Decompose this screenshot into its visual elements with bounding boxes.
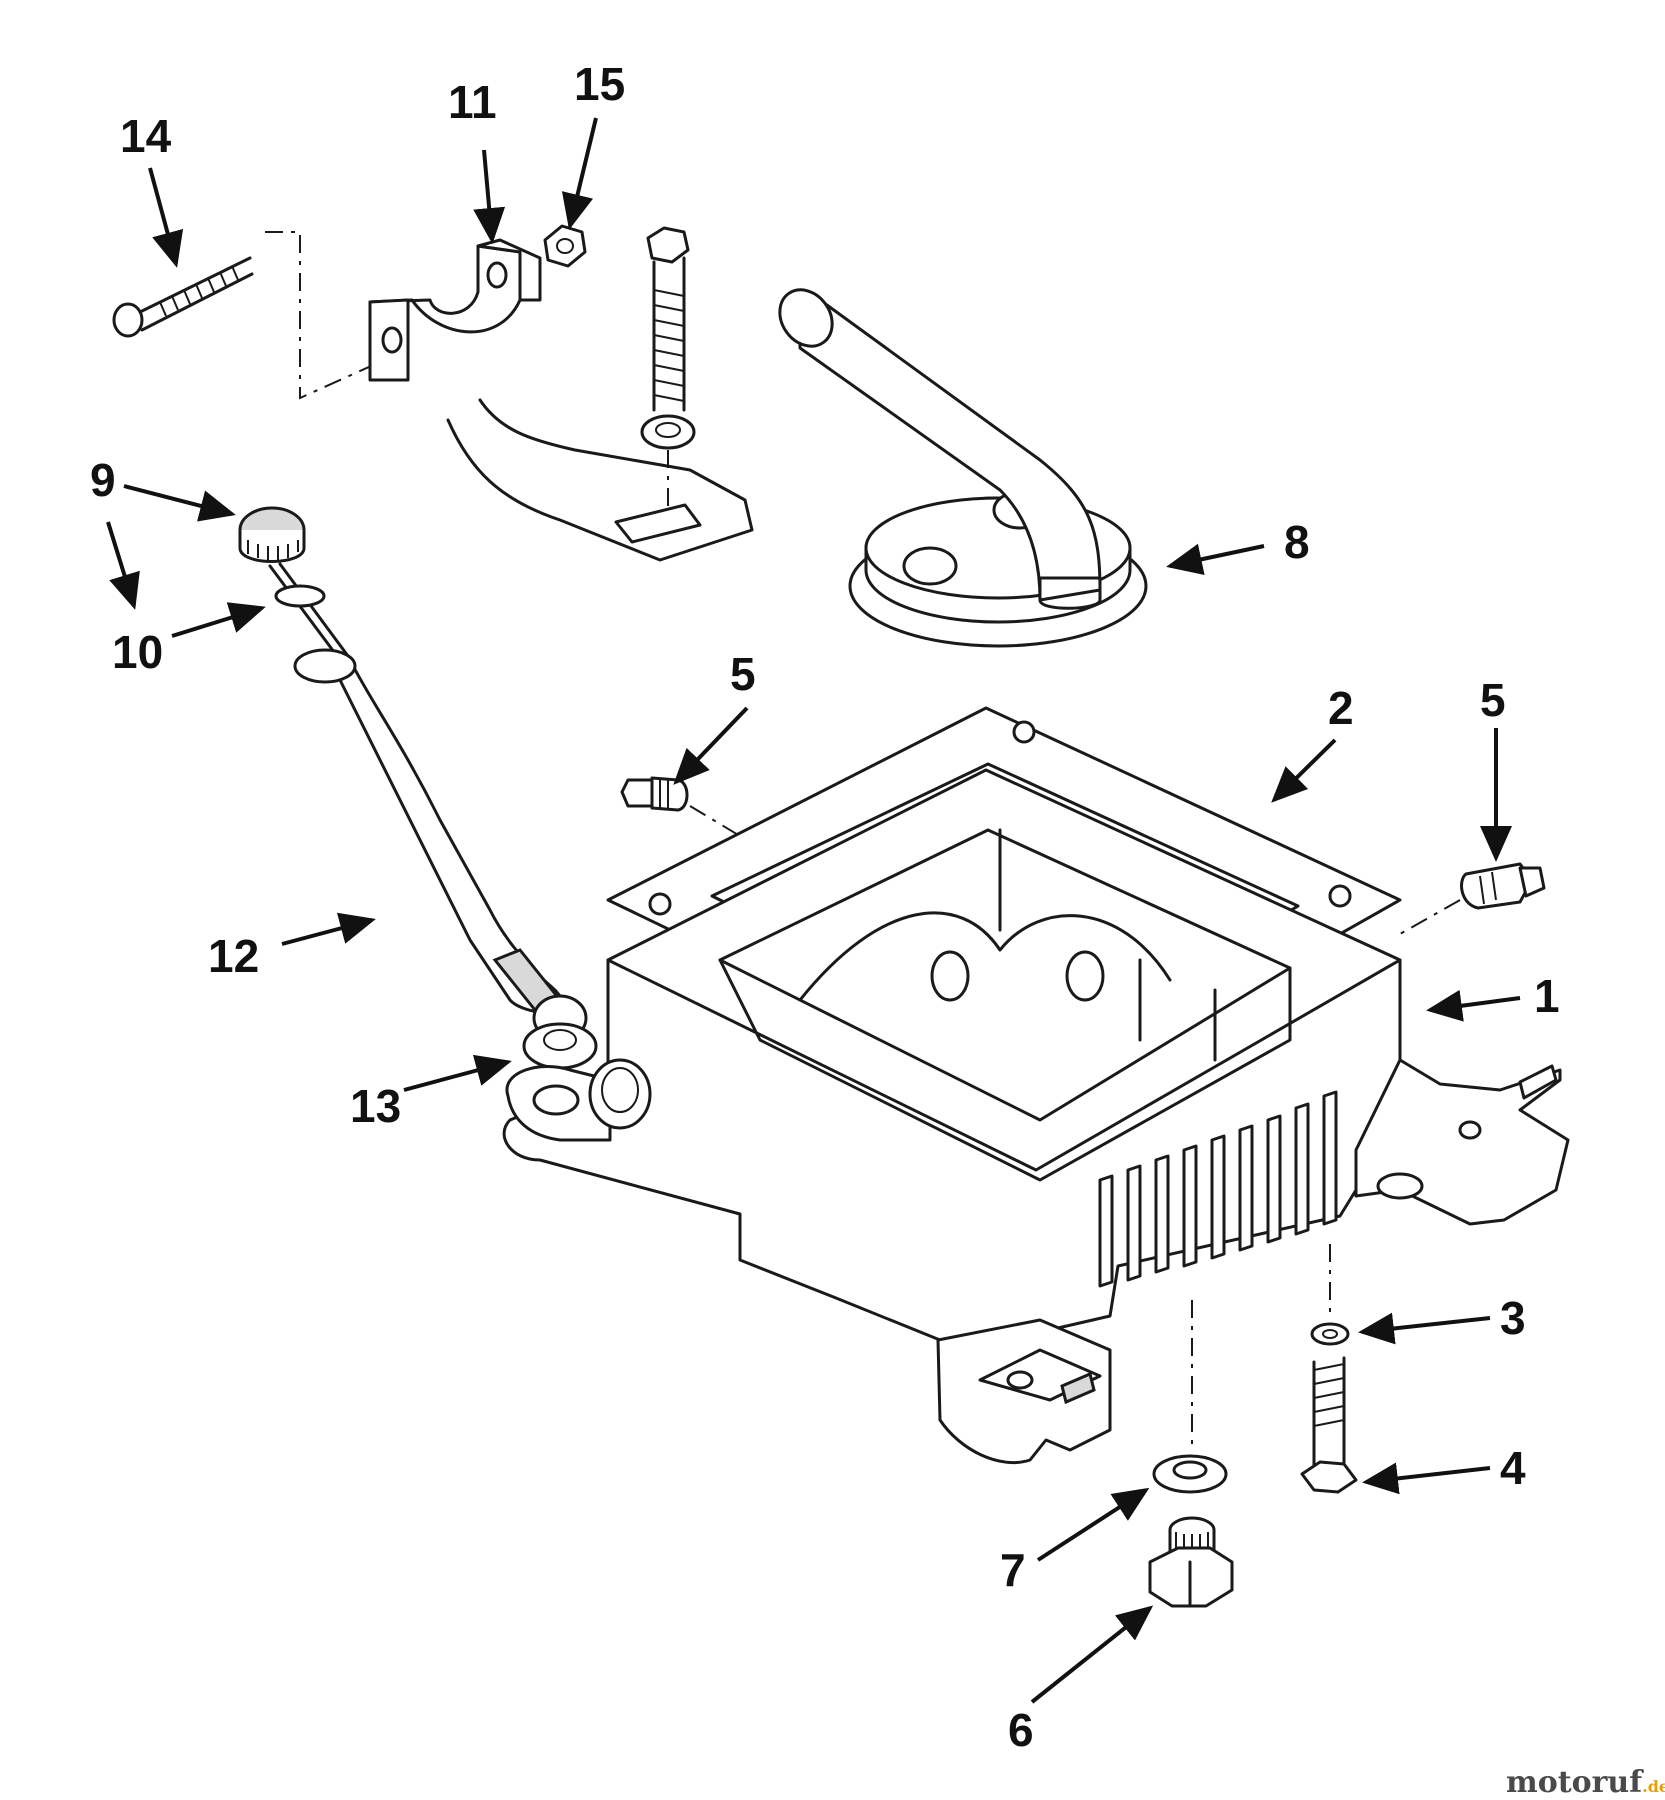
callout-12: 12 bbox=[208, 930, 259, 982]
callout-2: 2 bbox=[1328, 682, 1354, 734]
bolt-part-4 bbox=[1300, 1356, 1358, 1494]
plug-part-5-right bbox=[1399, 862, 1546, 935]
drain-plug-part-6 bbox=[1148, 1516, 1234, 1608]
callout-11: 11 bbox=[448, 76, 497, 128]
callout-1: 1 bbox=[1534, 970, 1560, 1022]
callout-5-right: 5 bbox=[1480, 674, 1506, 726]
callout-4: 4 bbox=[1500, 1442, 1526, 1494]
callout-5-left: 5 bbox=[730, 648, 756, 700]
callout-3: 3 bbox=[1500, 1292, 1526, 1344]
nut-part-15 bbox=[543, 224, 587, 268]
sump-part-1 bbox=[502, 768, 1570, 1465]
bracket-bolt bbox=[640, 226, 696, 510]
watermark-logo: motoruf.de bbox=[1506, 1765, 1665, 1800]
watermark-text: motoruf bbox=[1506, 1765, 1644, 1800]
grommet-part-13 bbox=[522, 994, 598, 1070]
washer-part-7 bbox=[1152, 1300, 1228, 1494]
callout-6: 6 bbox=[1008, 1704, 1034, 1756]
dipstick-part-9 bbox=[238, 506, 350, 662]
breather-cover-part-8 bbox=[778, 288, 1148, 648]
callout-15: 15 bbox=[574, 58, 625, 110]
bracket-part-11 bbox=[368, 238, 754, 562]
watermark-suffix: .de bbox=[1642, 1777, 1665, 1796]
callout-arrows bbox=[106, 117, 1521, 1704]
callout-labels: 1 2 3 4 5 5 6 7 8 9 10 11 12 13 14 15 bbox=[90, 58, 1560, 1756]
o-ring-part-10 bbox=[274, 584, 326, 608]
callout-7: 7 bbox=[1000, 1544, 1026, 1596]
callout-10: 10 bbox=[112, 626, 163, 678]
callout-13: 13 bbox=[350, 1080, 401, 1132]
callout-8: 8 bbox=[1284, 516, 1310, 568]
callout-14: 14 bbox=[120, 110, 172, 162]
callout-9: 9 bbox=[90, 454, 116, 506]
dipstick-tube-part-12 bbox=[293, 648, 572, 1015]
svg-text:motoruf.de: motoruf.de bbox=[1506, 1765, 1665, 1800]
lock-washer-part-3 bbox=[1310, 1244, 1350, 1346]
screw-part-14 bbox=[112, 231, 381, 400]
